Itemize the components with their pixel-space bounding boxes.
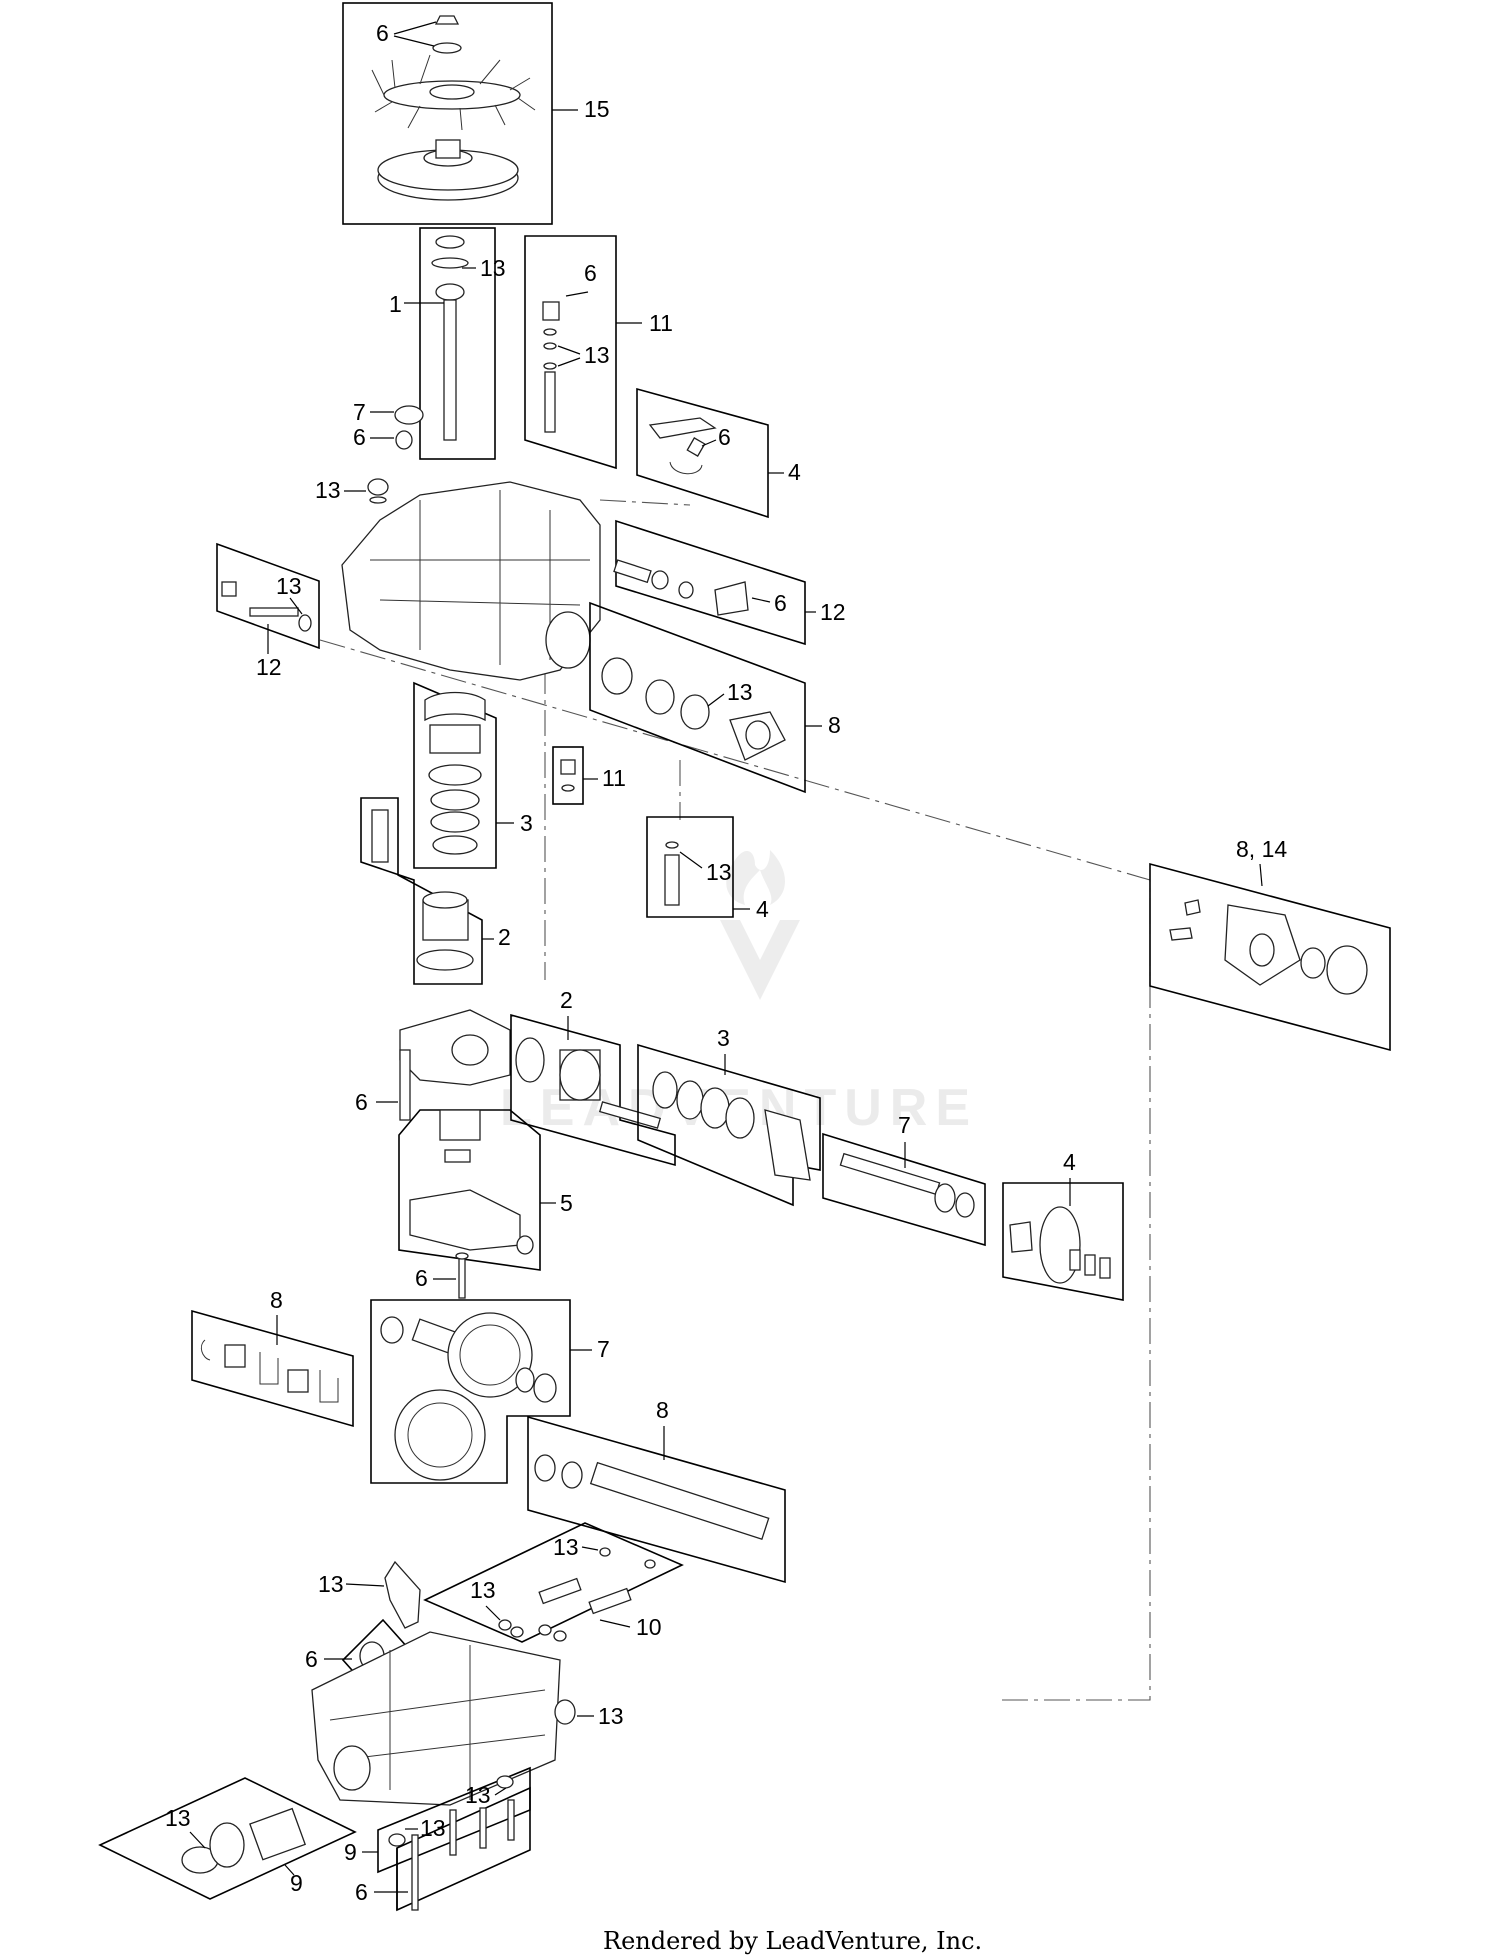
clips-assembly: 8	[191, 1287, 354, 1428]
input-shaft-assembly: 13 1	[389, 227, 506, 460]
pin-assembly-left: 13 12	[216, 542, 320, 680]
motor-cylinder-assembly: 2	[510, 987, 676, 1167]
hub-assembly: 8, 14	[1149, 836, 1391, 1052]
upper-housing: 13	[315, 477, 601, 681]
filter-assembly: 13 9	[98, 1777, 357, 1900]
sealant-tube: 13	[318, 1560, 421, 1629]
callout-8: 8	[270, 1287, 283, 1313]
drain-plug-icon	[554, 1699, 576, 1725]
seal-assembly: 13 8	[589, 601, 841, 794]
callout-13: 13	[553, 1534, 579, 1560]
motor-shaft-assembly: 7	[822, 1112, 986, 1247]
check-valve: 11	[552, 746, 626, 805]
breather-icon	[367, 478, 389, 496]
washer-icon	[432, 42, 462, 54]
pulley-icon	[377, 139, 519, 201]
pump-cylinder-assembly: 2	[360, 797, 511, 985]
callout-13: 13	[598, 1703, 624, 1729]
nut-icon	[434, 15, 460, 25]
callout-2: 2	[498, 924, 511, 950]
callout-13: 13	[318, 1571, 344, 1597]
motor-bearing-assembly: 3	[637, 1025, 821, 1207]
oring-icon	[395, 430, 413, 450]
rendered-by-credit: Rendered by LeadVenture, Inc.	[603, 1927, 982, 1955]
callout-8-14: 8, 14	[1236, 836, 1287, 862]
bypass-valve-assembly: 13 13 10	[423, 1522, 684, 1643]
bracket-assembly-right: 6 12	[613, 519, 846, 646]
callout-2: 2	[560, 987, 573, 1013]
callout-6: 6	[355, 1879, 368, 1905]
callout-3: 3	[717, 1025, 730, 1051]
callout-13: 13	[165, 1805, 191, 1831]
brake-assembly: 4	[1002, 1149, 1124, 1301]
callout-13: 13	[706, 859, 732, 885]
callout-13: 13	[465, 1782, 491, 1808]
callout-6: 6	[774, 590, 787, 616]
callout-8: 8	[656, 1397, 669, 1423]
callout-3: 3	[520, 810, 533, 836]
plug-icon	[394, 405, 424, 425]
callout-15: 15	[584, 96, 610, 122]
center-section-assembly: 5	[398, 1109, 573, 1271]
callout-7: 7	[597, 1336, 610, 1362]
callout-8: 8	[828, 712, 841, 738]
callout-9: 9	[344, 1839, 357, 1865]
gear-assembly: 7	[370, 1299, 610, 1484]
valve-assembly: 13 4	[646, 816, 769, 922]
callout-1: 1	[389, 291, 402, 317]
lower-housing: 13	[311, 1631, 624, 1806]
callout-13: 13	[727, 679, 753, 705]
callout-6: 6	[415, 1265, 428, 1291]
alignment-guides	[319, 499, 1151, 1701]
arm-assembly: 6 4	[636, 387, 801, 519]
callout-6: 6	[305, 1646, 318, 1672]
callout-11: 11	[602, 765, 626, 791]
callout-7: 7	[353, 399, 366, 425]
callout-9: 9	[290, 1870, 303, 1896]
control-shaft-assembly: 6 11 13	[524, 235, 673, 470]
callout-4: 4	[756, 896, 769, 922]
callout-6: 6	[718, 424, 731, 450]
callout-6: 6	[353, 424, 366, 450]
callout-12: 12	[256, 654, 282, 680]
thrust-bearing-assembly: 3	[413, 681, 533, 869]
callout-6: 6	[584, 260, 597, 286]
callout-13: 13	[480, 255, 506, 281]
fan-pulley-assembly: 6 15	[342, 2, 610, 225]
callout-6: 6	[376, 20, 389, 46]
callout-10: 10	[636, 1614, 662, 1640]
callout-12: 12	[820, 599, 846, 625]
callout-13: 13	[470, 1577, 496, 1603]
callout-11: 11	[649, 310, 673, 336]
axle-assembly: 8	[527, 1397, 786, 1584]
plug-callouts: 7 6	[353, 399, 424, 450]
callout-13: 13	[584, 342, 610, 368]
callout-6: 6	[355, 1089, 368, 1115]
end-cap: 6	[355, 1009, 511, 1121]
fan-icon	[371, 54, 536, 131]
bolt: 6	[415, 1252, 469, 1299]
callout-5: 5	[560, 1190, 573, 1216]
callout-4: 4	[788, 459, 801, 485]
callout-13: 13	[315, 477, 341, 503]
callout-4: 4	[1063, 1149, 1076, 1175]
callout-7: 7	[898, 1112, 911, 1138]
callout-13: 13	[276, 573, 302, 599]
bolts-assembly: 6	[355, 1786, 531, 1912]
